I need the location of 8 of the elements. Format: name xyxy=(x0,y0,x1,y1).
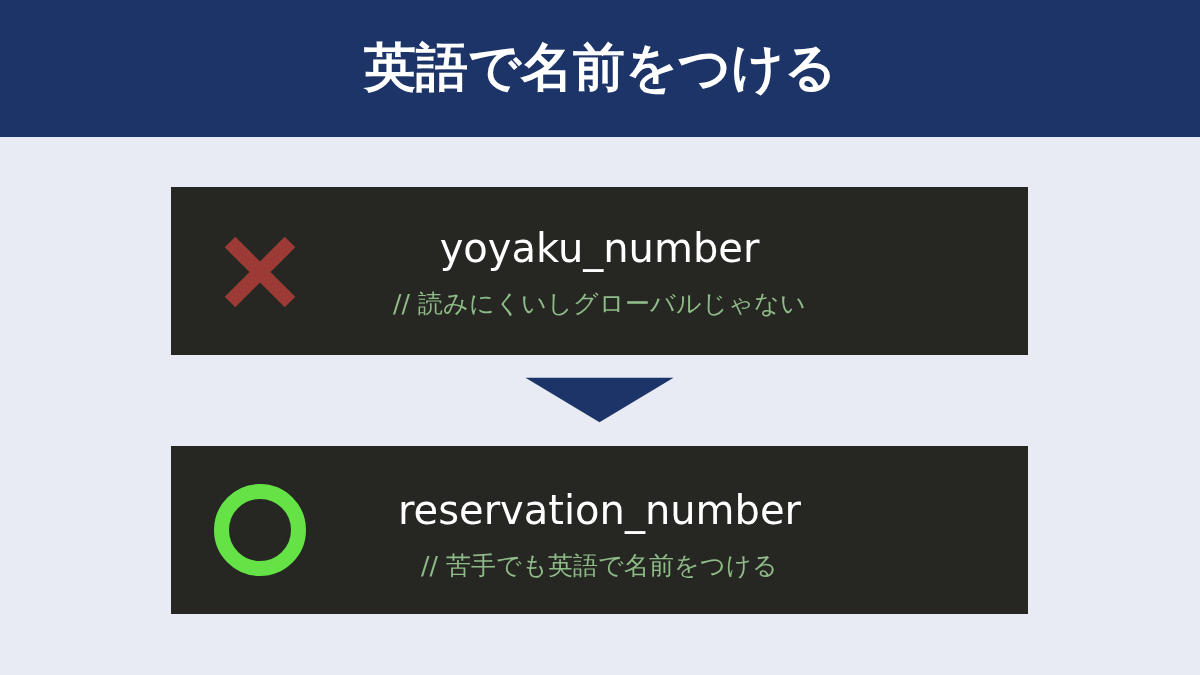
down-arrow xyxy=(525,377,674,423)
code-comment: // 読みにくいしグローバルじゃない xyxy=(393,288,806,320)
code-comment: // 苦手でも英語で名前をつける xyxy=(421,550,778,582)
title-text: 英語で名前をつける xyxy=(363,36,837,99)
code-text: yoyaku_number xyxy=(439,224,760,273)
code-box xyxy=(171,187,1028,355)
code-box xyxy=(171,446,1028,614)
code-text: reservation_number xyxy=(398,486,801,535)
